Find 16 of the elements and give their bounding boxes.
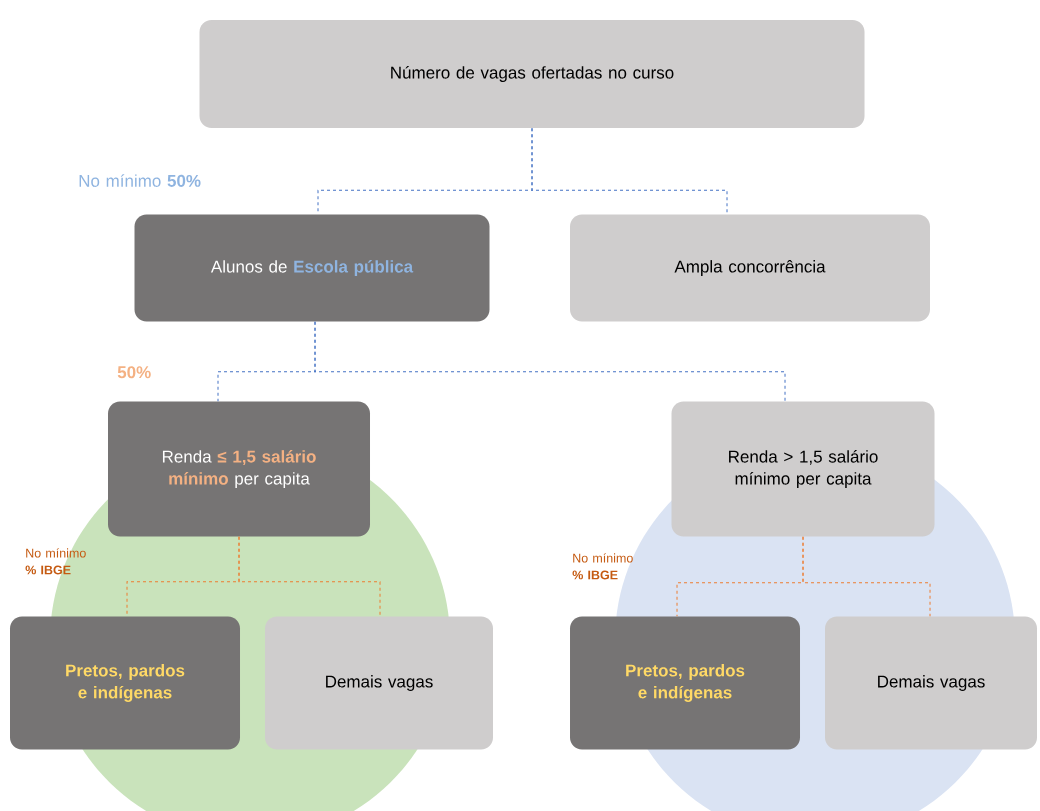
process-box: Pretos, pardos e indígenas xyxy=(10,616,240,750)
annotation-label: No mínimo 50% xyxy=(79,174,201,187)
annotation-label: No mínimo % IBGE xyxy=(572,553,633,580)
process-box: Ampla concorrência xyxy=(570,214,930,322)
process-box: Pretos, pardos e indígenas xyxy=(570,616,800,750)
annotation-label: No mínimo % IBGE xyxy=(25,548,86,575)
process-box: Demais vagas xyxy=(265,616,493,750)
connector-line xyxy=(802,536,931,617)
process-box: Renda ≤ 1,5 salário mínimo per capita xyxy=(108,401,370,537)
process-box: Demais vagas xyxy=(825,616,1037,750)
connector-line xyxy=(238,536,381,617)
process-box: Número de vagas ofertadas no curso xyxy=(199,20,865,128)
process-box: Alunos de Escola pública xyxy=(134,214,490,322)
process-box: Renda > 1,5 salário mínimo per capita xyxy=(671,401,935,537)
connector-line xyxy=(314,321,786,402)
annotation-label: 50% xyxy=(117,366,151,379)
